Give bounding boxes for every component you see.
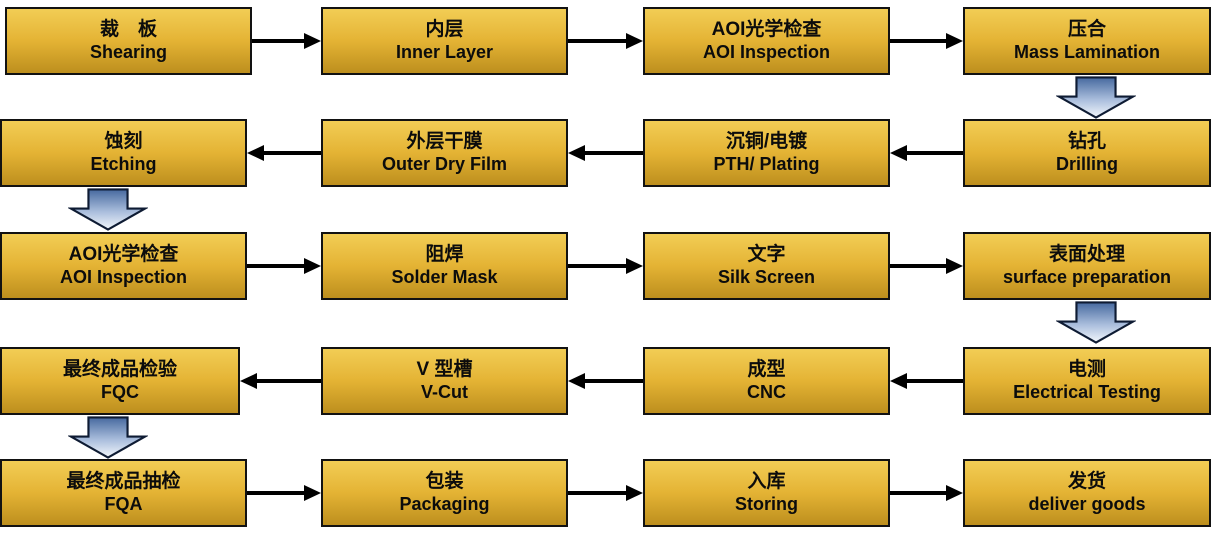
node-label-en: deliver goods <box>1028 494 1146 515</box>
arrow-inner-layer-to-aoi <box>568 33 643 49</box>
arrow-shearing-to-inner-layer <box>252 33 321 49</box>
down-arrow-surface-preparation-to-electrical-testing <box>1056 301 1136 344</box>
node-fqa: 最终成品抽检 FQA <box>0 459 247 527</box>
node-label-en: Drilling <box>1056 154 1118 175</box>
node-label-zh: 文字 <box>747 244 786 266</box>
node-label-zh: 电测 <box>1067 359 1106 381</box>
node-label-en: Packaging <box>399 494 490 515</box>
arrow-electrical-testing-to-cnc <box>890 373 963 389</box>
arrow-head-icon <box>247 145 264 161</box>
arrow-aoi-to-solder-mask <box>247 258 321 274</box>
node-label-en: V-Cut <box>421 382 468 403</box>
arrow-head-icon <box>946 485 963 501</box>
node-v-cut: V 型槽 V-Cut <box>321 347 568 415</box>
node-label-zh: 压合 <box>1067 19 1106 41</box>
node-deliver-goods: 发货 deliver goods <box>963 459 1211 527</box>
node-label-en: Shearing <box>89 42 168 63</box>
arrow-head-icon <box>626 33 643 49</box>
node-label-en: FQA <box>104 494 143 515</box>
arrow-silk-screen-to-surface-preparation <box>890 258 963 274</box>
node-label-en: AOI Inspection <box>702 42 830 63</box>
node-label-zh: 阻焊 <box>425 244 464 266</box>
arrow-head-icon <box>946 33 963 49</box>
node-label-zh: AOI光学检查 <box>68 244 179 266</box>
node-label-en: Solder Mask <box>391 267 498 288</box>
node-etching: 蚀刻 Etching <box>0 119 247 187</box>
node-aoi-inspection-2: AOI光学检查 AOI Inspection <box>0 232 247 300</box>
node-aoi-inspection-1: AOI光学检查 AOI Inspection <box>643 7 890 75</box>
node-shearing: 裁 板 Shearing <box>5 7 252 75</box>
node-label-zh: 钻孔 <box>1067 131 1106 153</box>
node-label-zh: AOI光学检查 <box>711 19 822 41</box>
node-surface-preparation: 表面处理 surface preparation <box>963 232 1211 300</box>
node-label-en: CNC <box>747 382 786 403</box>
arrow-head-icon <box>890 145 907 161</box>
arrow-head-icon <box>568 145 585 161</box>
node-label-en: surface preparation <box>1002 267 1172 288</box>
node-fqc: 最终成品检验 FQC <box>0 347 240 415</box>
arrow-head-icon <box>890 373 907 389</box>
node-label-en: PTH/ Plating <box>713 154 820 175</box>
node-label-en: Storing <box>735 494 798 515</box>
down-arrow-fqc-to-fqa <box>68 416 148 459</box>
node-label-zh: 沉铜/电镀 <box>725 131 808 153</box>
arrow-head-icon <box>946 258 963 274</box>
node-silk-screen: 文字 Silk Screen <box>643 232 890 300</box>
node-label-zh: 表面处理 <box>1048 244 1125 266</box>
arrow-aoi-to-mass-lamination <box>890 33 963 49</box>
node-label-zh: 外层干膜 <box>406 131 483 153</box>
node-label-en: Electrical Testing <box>1013 382 1161 403</box>
down-arrow-etching-to-aoi <box>68 188 148 231</box>
node-label-zh: 裁 板 <box>99 19 157 41</box>
arrow-v-cut-to-fqc <box>240 373 321 389</box>
node-inner-layer: 内层 Inner Layer <box>321 7 568 75</box>
node-label-en: Outer Dry Film <box>381 154 508 175</box>
arrow-cnc-to-v-cut <box>568 373 643 389</box>
node-label-en: FQC <box>101 382 139 403</box>
node-label-zh: V 型槽 <box>416 359 473 381</box>
arrow-pth-plating-to-outer-dry-film <box>568 145 643 161</box>
arrow-head-icon <box>240 373 257 389</box>
node-label-zh: 入库 <box>747 471 786 493</box>
node-drilling: 钻孔 Drilling <box>963 119 1211 187</box>
arrow-outer-dry-film-to-etching <box>247 145 321 161</box>
block-down-arrow-icon <box>68 416 148 459</box>
node-label-en: AOI Inspection <box>59 267 187 288</box>
node-packaging: 包装 Packaging <box>321 459 568 527</box>
node-label-en: Mass Lamination <box>1013 42 1161 63</box>
arrow-packaging-to-storing <box>568 485 643 501</box>
arrow-head-icon <box>304 485 321 501</box>
arrow-head-icon <box>304 33 321 49</box>
node-label-en: Silk Screen <box>717 267 816 288</box>
down-arrow-mass-lamination-to-drilling <box>1056 76 1136 119</box>
node-label-zh: 成型 <box>747 359 786 381</box>
node-storing: 入库 Storing <box>643 459 890 527</box>
node-mass-lamination: 压合 Mass Lamination <box>963 7 1211 75</box>
node-pth-plating: 沉铜/电镀 PTH/ Plating <box>643 119 890 187</box>
node-label-zh: 最终成品抽检 <box>66 471 181 493</box>
arrow-head-icon <box>626 485 643 501</box>
node-cnc: 成型 CNC <box>643 347 890 415</box>
node-label-zh: 最终成品检验 <box>62 359 177 381</box>
node-outer-dry-film: 外层干膜 Outer Dry Film <box>321 119 568 187</box>
arrow-drilling-to-pth-plating <box>890 145 963 161</box>
arrow-storing-to-deliver-goods <box>890 485 963 501</box>
node-label-en: Etching <box>90 154 157 175</box>
node-solder-mask: 阻焊 Solder Mask <box>321 232 568 300</box>
arrow-head-icon <box>304 258 321 274</box>
arrow-fqa-to-packaging <box>247 485 321 501</box>
node-label-en: Inner Layer <box>395 42 494 63</box>
arrow-head-icon <box>626 258 643 274</box>
node-electrical-testing: 电测 Electrical Testing <box>963 347 1211 415</box>
node-label-zh: 发货 <box>1067 471 1106 493</box>
block-down-arrow-icon <box>68 188 148 231</box>
block-down-arrow-icon <box>1056 301 1136 344</box>
block-down-arrow-icon <box>1056 76 1136 119</box>
node-label-zh: 包装 <box>425 471 464 493</box>
node-label-zh: 蚀刻 <box>104 131 143 153</box>
arrow-solder-mask-to-silk-screen <box>568 258 643 274</box>
node-label-zh: 内层 <box>425 19 464 41</box>
arrow-head-icon <box>568 373 585 389</box>
